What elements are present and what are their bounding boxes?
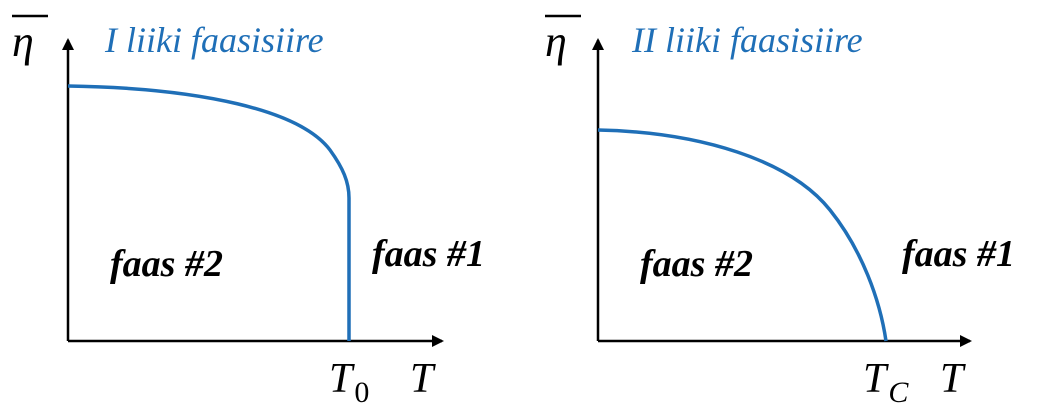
- right-eta-symbol: η: [545, 17, 567, 66]
- left-eta-symbol: η: [12, 17, 34, 66]
- left-transition-temp-label: T0: [329, 356, 369, 409]
- left-region-faas-2: faas #2: [110, 243, 223, 285]
- right-x-axis-label: T: [940, 356, 966, 402]
- left-region-faas-1: faas #1: [372, 233, 485, 275]
- right-transition-temp-subscript: C: [888, 376, 909, 409]
- right-transition-temp-label: TC: [863, 356, 909, 409]
- first-order-panel: η I liiki faasisiire faas #2 faas #1 T0 …: [12, 14, 485, 409]
- left-x-axis-label: T: [410, 356, 436, 402]
- left-transition-temp-subscript: 0: [354, 376, 369, 409]
- right-panel-title: II liiki faasisiire: [631, 20, 863, 60]
- left-order-parameter-curve: [67, 84, 351, 341]
- right-order-parameter-curve: [597, 128, 888, 342]
- second-order-panel: η II liiki faasisiire faas #2 faas #1 TC…: [545, 14, 1015, 409]
- right-region-faas-1: faas #1: [902, 233, 1015, 275]
- right-region-faas-2: faas #2: [640, 243, 753, 285]
- left-panel-title: I liiki faasisiire: [104, 20, 324, 60]
